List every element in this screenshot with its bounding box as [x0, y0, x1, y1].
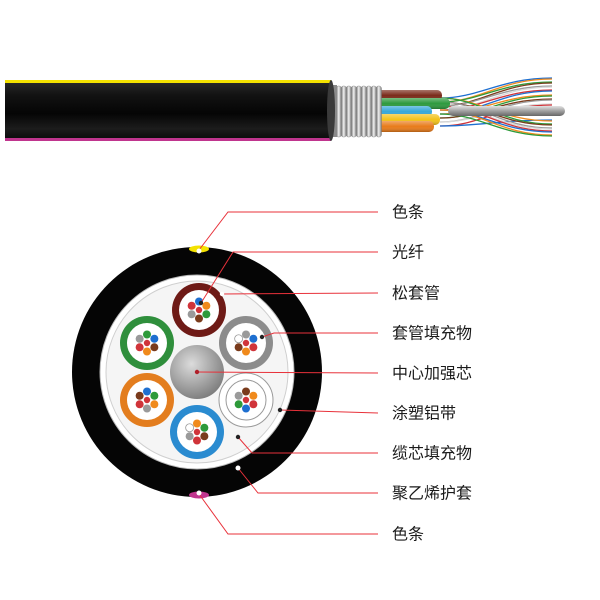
optical-fiber: [242, 387, 250, 396]
optical-fiber: [150, 343, 159, 352]
side-color-stripe-bottom: [5, 138, 331, 141]
optical-fiber: [135, 343, 144, 352]
optical-fiber: [242, 404, 250, 413]
optical-fiber: [193, 428, 201, 436]
optical-fiber: [143, 387, 151, 396]
loose-tubes: [120, 283, 274, 459]
optical-fiber: [195, 314, 203, 323]
armor-band: [355, 85, 362, 138]
armor-layer: [335, 85, 382, 138]
armor-band: [365, 85, 372, 138]
optical-fiber: [234, 343, 243, 352]
optical-fiber: [202, 310, 211, 319]
leader-color-stripe-top: [198, 211, 378, 251]
optical-fiber: [143, 347, 151, 356]
optical-fiber: [187, 310, 196, 319]
optical-fiber: [187, 301, 196, 310]
optical-fiber: [143, 396, 151, 404]
fiber-strand: [439, 81, 553, 103]
optical-fiber: [150, 334, 159, 343]
optical-fiber: [234, 334, 244, 344]
optical-fiber: [234, 400, 243, 409]
optical-fiber: [242, 347, 250, 356]
loose-tube-brown: [172, 283, 226, 337]
outer-jacket: [5, 80, 331, 141]
anchor-dot: [196, 248, 202, 254]
leader-color-stripe-bottom: [198, 493, 378, 535]
loose-tube-bundle: [372, 90, 450, 132]
anchor-dot: [259, 334, 265, 340]
optical-fiber: [249, 334, 258, 343]
optical-fiber: [242, 330, 250, 339]
anchor-dot: [198, 300, 204, 306]
armor-band: [350, 85, 357, 138]
label-color-stripe-top: 色条: [392, 203, 424, 222]
anchor-dot: [277, 407, 283, 413]
optical-fiber: [242, 396, 250, 404]
leader-optical-fiber: [200, 251, 378, 304]
optical-fiber: [185, 423, 195, 433]
label-loose-tube: 松套管: [392, 284, 440, 303]
optical-fiber: [242, 339, 250, 347]
optical-fiber: [185, 432, 194, 441]
label-tube-filler: 套管填充物: [392, 324, 472, 343]
optical-fiber: [200, 423, 209, 432]
component-labels: 色条 光纤 松套管 套管填充物 中心加强芯 涂塑铝带 缆芯填充物 聚乙烯护套 色…: [392, 203, 472, 544]
armor-band: [375, 85, 382, 138]
anchor-dot: [235, 434, 241, 440]
optical-fiber: [150, 391, 159, 400]
leader-tube-filler: [261, 332, 378, 338]
optical-fiber: [150, 400, 159, 409]
anchor-dot: [219, 291, 225, 297]
leader-loose-tube: [221, 292, 379, 295]
optical-fiber: [143, 330, 151, 339]
optical-fiber: [249, 391, 258, 400]
leader-lines: [194, 211, 379, 535]
label-core-filler: 缆芯填充物: [392, 444, 472, 463]
optical-fiber: [202, 301, 211, 310]
anchor-dot: [194, 369, 200, 375]
label-optical-fiber: 光纤: [392, 243, 424, 262]
loose-tube-green: [120, 316, 174, 370]
armor-band: [370, 85, 377, 138]
label-pe-sheath: 聚乙烯护套: [392, 484, 472, 503]
loose-tube-blue: [170, 405, 224, 459]
leader-central-strength-member: [196, 371, 379, 374]
optical-fiber: [249, 343, 258, 352]
loose-tube-white: [218, 372, 274, 428]
label-central-strength-member: 中心加强芯: [392, 364, 472, 383]
optical-fiber: [143, 339, 151, 347]
optical-fiber: [135, 400, 144, 409]
fiber-strand: [439, 85, 553, 107]
side-loose-tube-shine: [372, 121, 434, 132]
optical-fiber: [193, 436, 201, 445]
optical-fiber: [200, 432, 209, 441]
optical-fiber: [135, 334, 144, 343]
optical-fiber: [249, 400, 258, 409]
jacket-cut-end: [327, 80, 335, 141]
loose-tube-gray: [219, 316, 273, 370]
fiber-strand: [439, 77, 553, 99]
label-coated-aluminum-tape: 涂塑铝带: [392, 404, 456, 423]
loose-tube-orange: [120, 373, 174, 427]
optical-fiber: [195, 306, 203, 314]
armor-band: [340, 85, 347, 138]
armor-band: [360, 85, 367, 138]
anchor-dot: [235, 465, 241, 471]
leader-core-filler: [237, 436, 378, 454]
leader-pe-sheath: [237, 467, 378, 494]
leader-coated-aluminum-tape: [279, 409, 379, 414]
optical-fiber: [234, 391, 243, 400]
optical-fiber: [193, 419, 201, 428]
armor-band: [345, 85, 352, 138]
optical-fiber: [135, 391, 144, 400]
strength-member-rod: [448, 106, 565, 116]
cable-side-view: [5, 77, 565, 141]
side-color-stripe-top: [5, 80, 331, 83]
label-color-stripe-bottom: 色条: [392, 525, 424, 544]
optical-fiber: [143, 404, 151, 413]
anchor-dot: [196, 490, 202, 496]
